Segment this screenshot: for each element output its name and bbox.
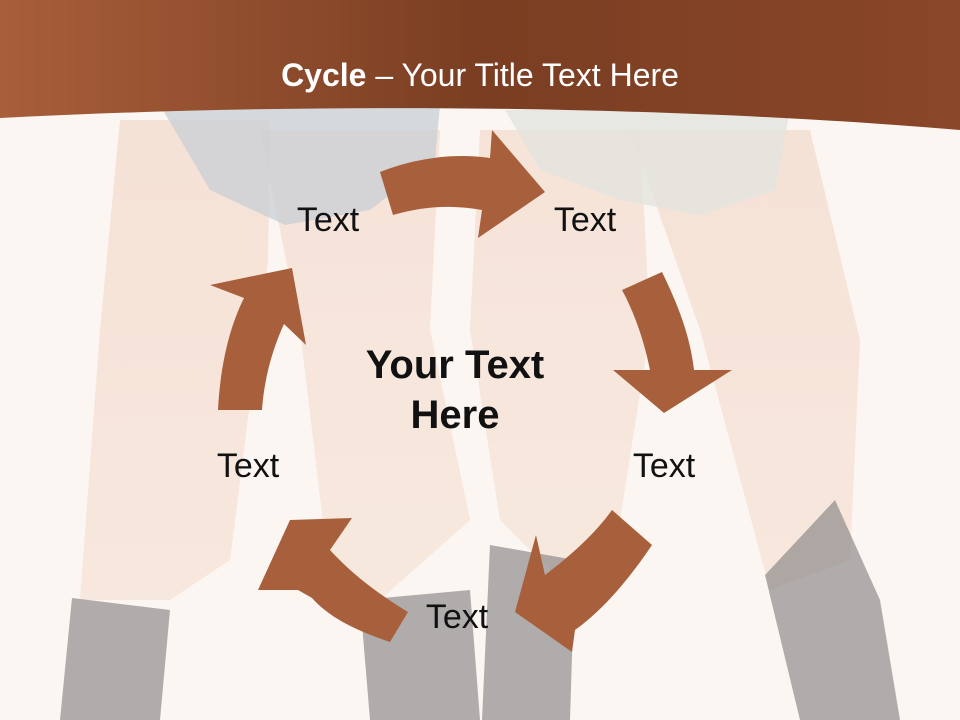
slide-title: Cycle – Your Title Text Here: [0, 54, 960, 96]
cycle-arrow-4: [258, 518, 408, 642]
cycle-arrow-5: [210, 268, 306, 410]
title-bold: Cycle: [281, 57, 367, 93]
title-band: [0, 0, 960, 130]
title-rest: – Your Title Text Here: [366, 57, 679, 93]
cycle-arrow-3: [515, 510, 652, 652]
cycle-node-right: Text: [632, 447, 696, 485]
cycle-arrow-2: [613, 272, 732, 413]
cycle-arrow-1: [380, 130, 545, 238]
cycle-node-left: Text: [216, 447, 280, 485]
cycle-node-bottom: Text: [425, 598, 489, 636]
cycle-node-top-right: Text: [553, 201, 617, 239]
cycle-node-top-left: Text: [296, 201, 360, 239]
center-text: Your Text Here: [365, 343, 545, 437]
